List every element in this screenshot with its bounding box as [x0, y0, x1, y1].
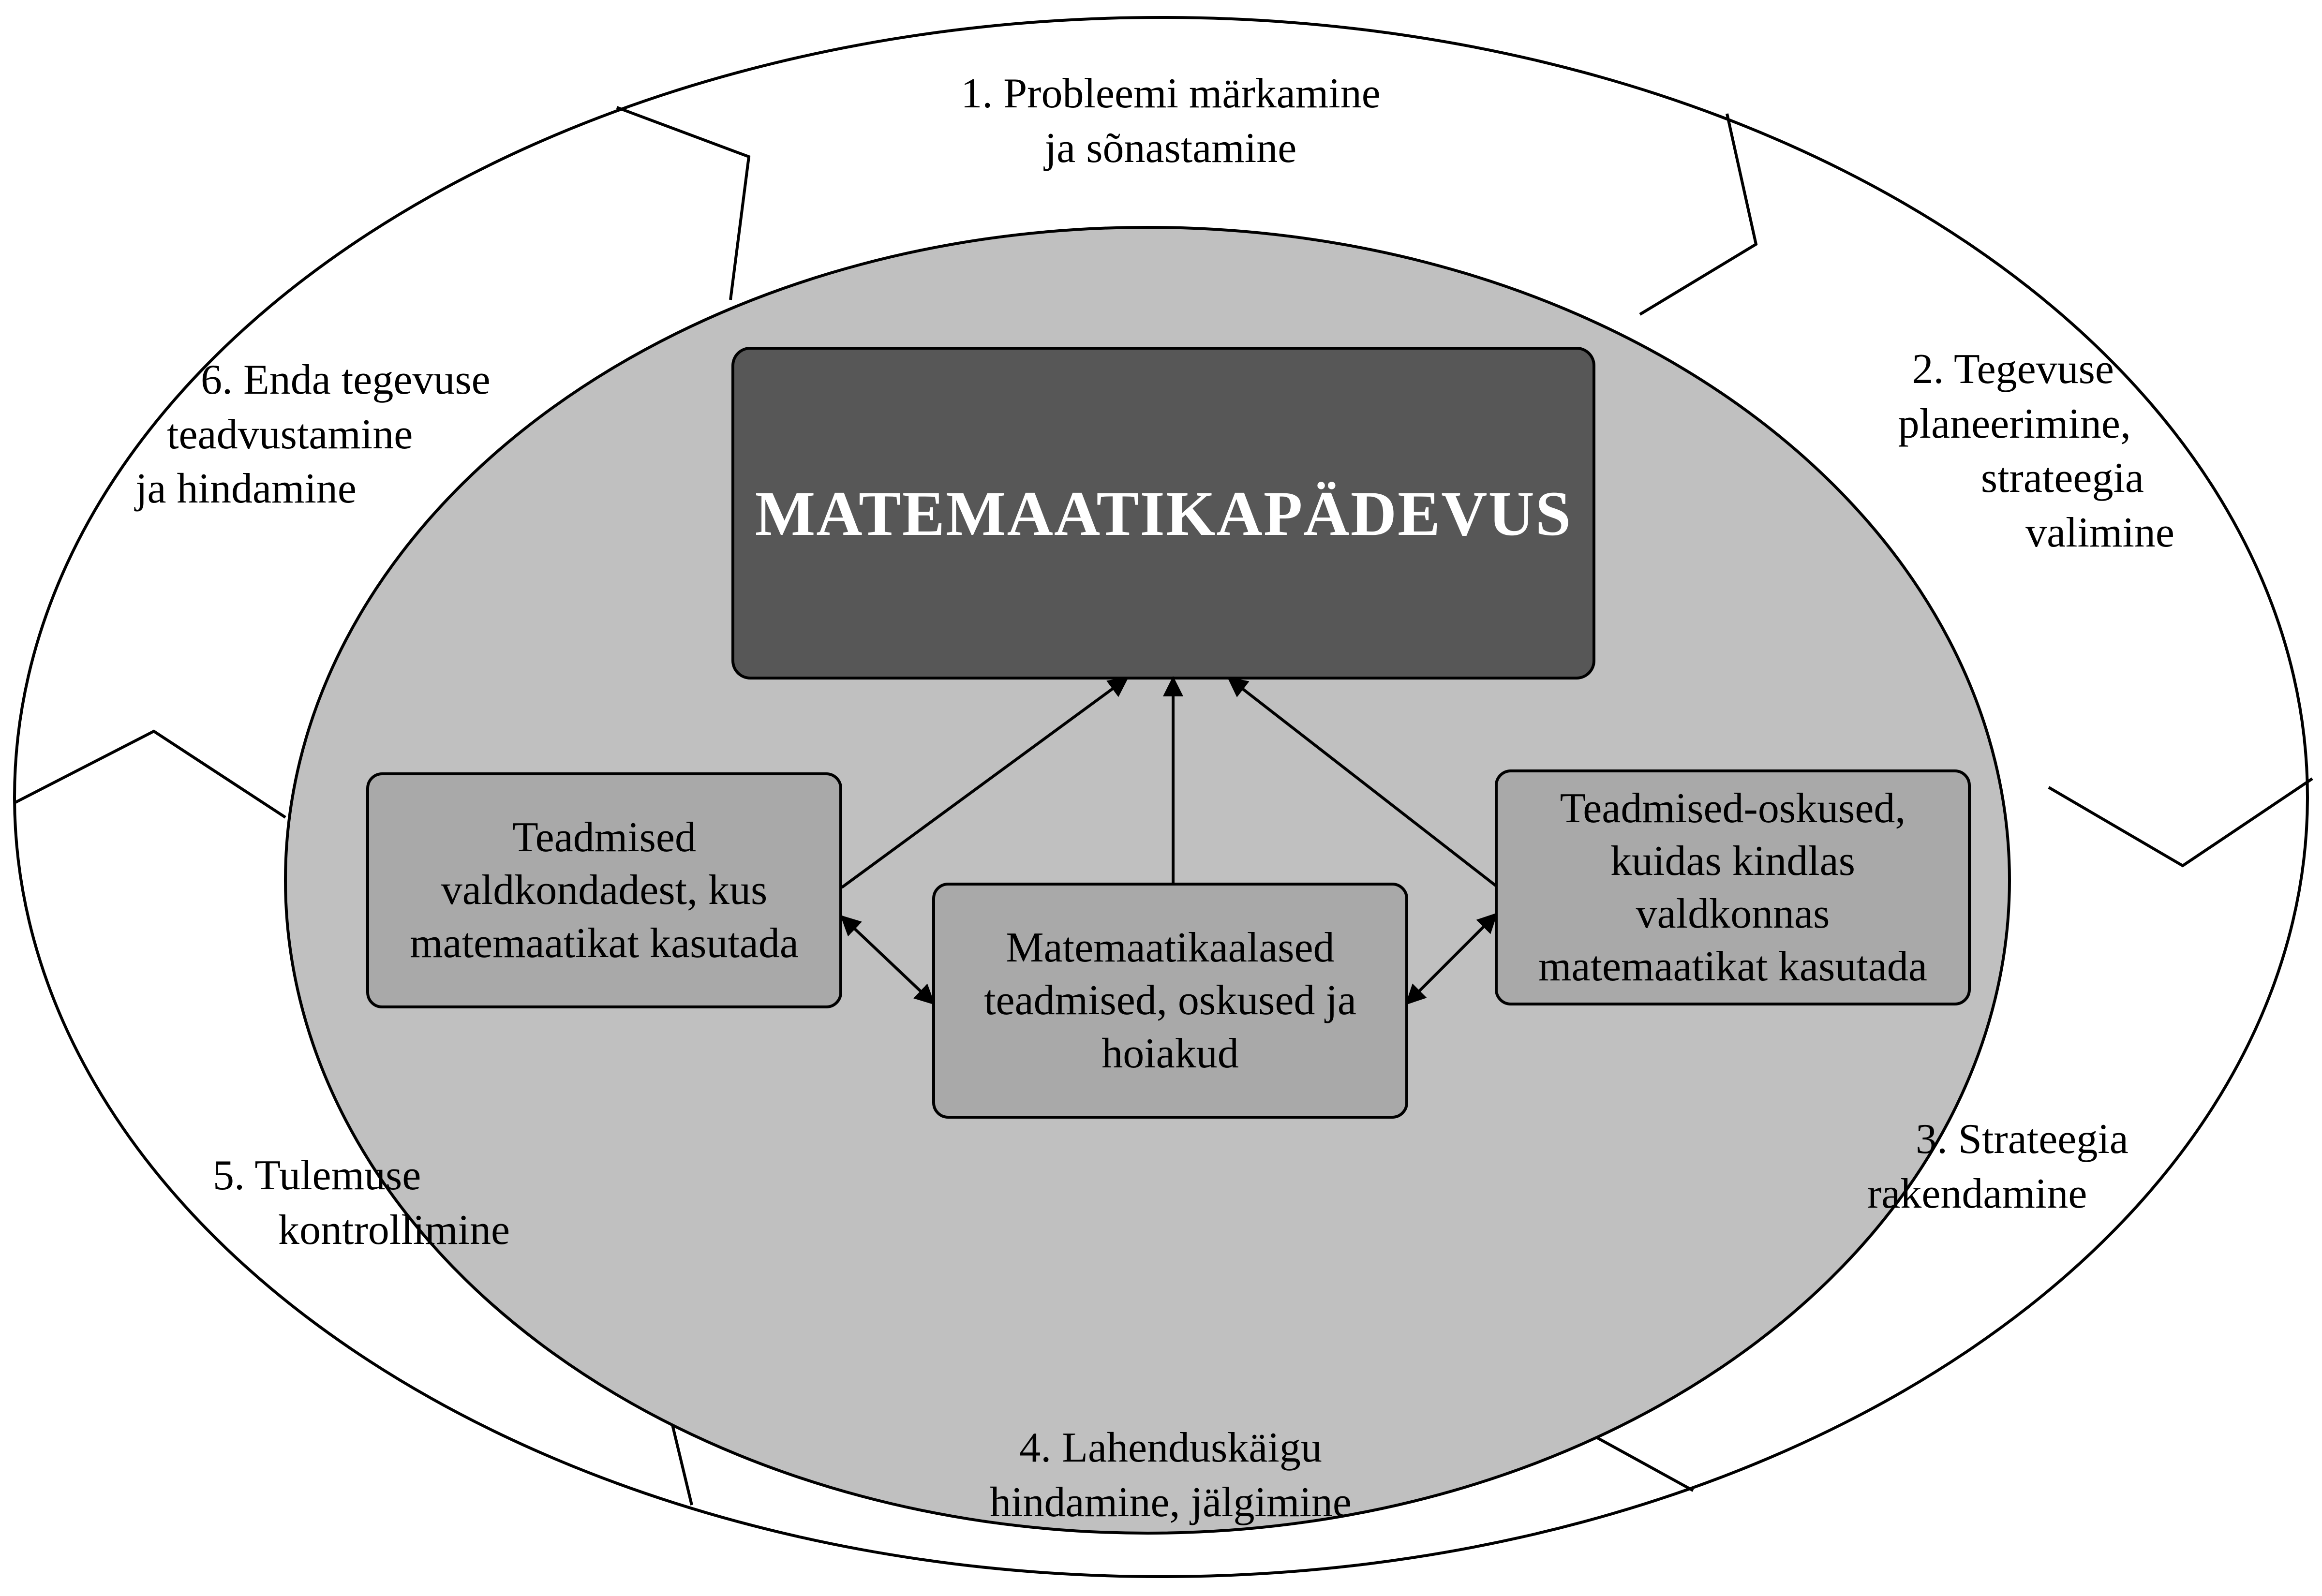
stage-3-line: 3. Strateegia: [1916, 1116, 2128, 1163]
center-box-line: Matemaatikaalased: [1006, 924, 1335, 972]
stage-2-line: strateegia: [1980, 455, 2144, 502]
arrow-left-to-main: [841, 677, 1129, 889]
left-box-line: matemaatikat kasutada: [410, 919, 799, 967]
stage-3-line: rakendamine: [1867, 1170, 2087, 1217]
stage-4-line: 4. Lahenduskäigu: [1019, 1424, 1322, 1471]
right-box-line: kuidas kindlas: [1610, 837, 1855, 885]
main-box-label: MATEMAATIKAPÄDEVUS: [755, 477, 1572, 549]
divider-5-6: [14, 729, 286, 819]
divider-1-2: [1639, 113, 1758, 316]
stage-1-label: 1. Probleemi märkamine ja sõnastamine: [929, 67, 1413, 176]
stage-5-label: 5. Tulemuse kontrollimine: [213, 1149, 551, 1257]
stage-5-line: kontrollimine: [278, 1206, 510, 1254]
stage-1-line: ja sõnastamine: [1044, 124, 1297, 172]
center-box-line: teadmised, oskused ja: [984, 977, 1356, 1024]
stage-4-line: hindamine, jälgimine: [990, 1478, 1352, 1526]
left-box-line: Teadmised: [512, 814, 696, 861]
stage-6-line: ja hindamine: [135, 465, 357, 513]
stage-6-label: 6. Enda tegevuse teadvustamine ja hindam…: [135, 353, 571, 517]
divider-1-6: [616, 106, 751, 300]
center-knowledge-box: Matemaatikaalased teadmised, oskused ja …: [934, 884, 1407, 1117]
right-knowledge-box: Teadmised-oskused, kuidas kindlas valdko…: [1496, 771, 1969, 1004]
left-box-shape: [366, 772, 842, 1008]
left-box-line: valdkondadest, kus: [441, 867, 768, 914]
divider-2-3: [2048, 777, 2313, 868]
stage-2-label: 2. Tegevuse planeerimine, strateegia val…: [1838, 342, 2177, 561]
stage-6-line: 6. Enda tegevuse: [201, 356, 491, 403]
right-box-line: Teadmised-oskused,: [1560, 784, 1906, 832]
stage-4-label: 4. Lahenduskäigu hindamine, jälgimine: [929, 1421, 1413, 1530]
arrow-left-center: [840, 915, 936, 1005]
main-box: MATEMAATIKAPÄDEVUS: [733, 348, 1594, 678]
stage-1-line: 1. Probleemi märkamine: [961, 70, 1381, 117]
arrow-right-to-main: [1227, 677, 1497, 887]
stage-2-line: 2. Tegevuse: [1912, 346, 2114, 393]
stage-2-line: valimine: [2025, 509, 2174, 556]
stage-2-line: planeerimine,: [1898, 400, 2131, 447]
right-box-shape: [1495, 769, 1971, 1005]
arrow-center-right: [1405, 913, 1498, 1005]
stage-5-line: 5. Tulemuse: [213, 1152, 421, 1199]
center-box-line: hoiakud: [1101, 1030, 1239, 1077]
stage-6-line: teadvustamine: [167, 411, 413, 458]
right-box-line: valdkonnas: [1636, 890, 1830, 937]
stage-3-label: 3. Strateegia rakendamine: [1867, 1112, 2182, 1221]
right-box-line: matemaatikat kasutada: [1538, 943, 1927, 990]
left-knowledge-box: Teadmised valdkondadest, kus matemaatika…: [368, 774, 841, 1007]
